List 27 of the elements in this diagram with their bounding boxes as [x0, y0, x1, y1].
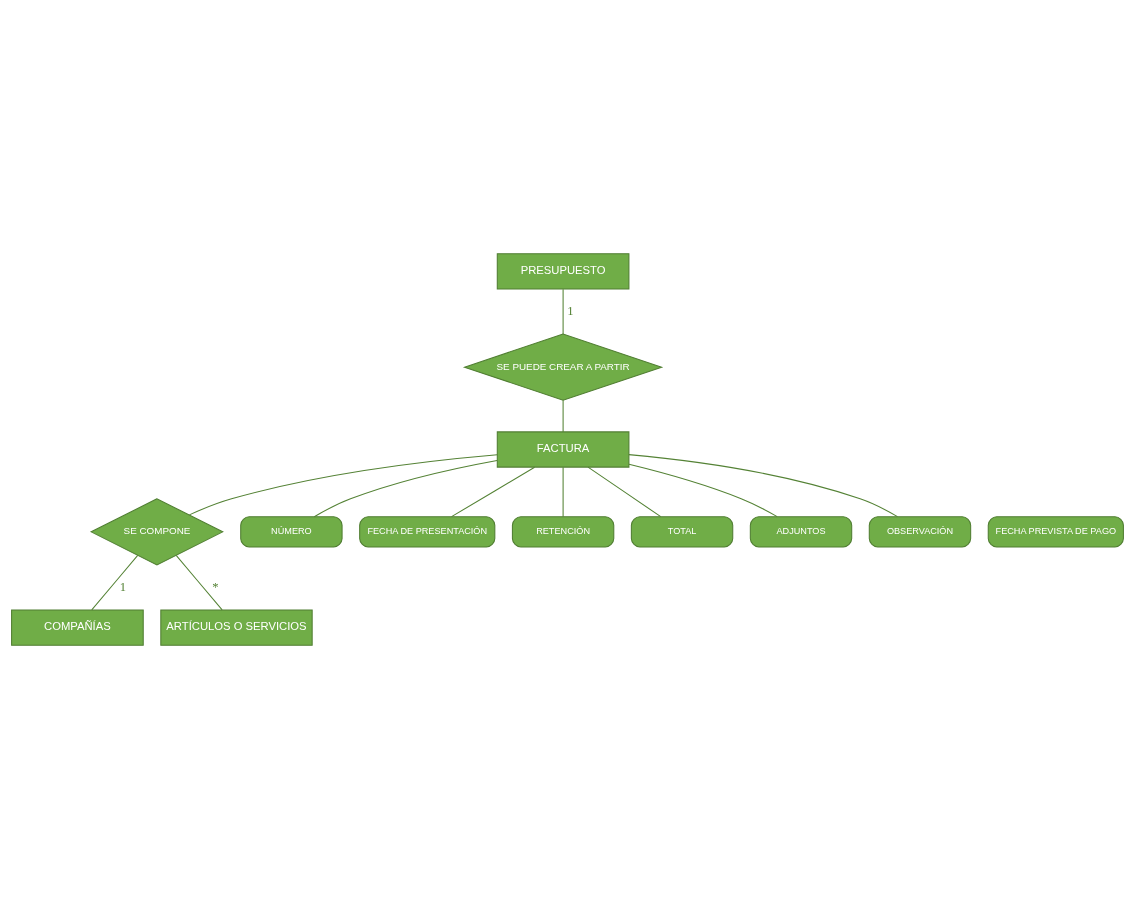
- node-diamond: SE PUEDE CREAR A PARTIR: [462, 333, 664, 401]
- connector: [562, 399, 564, 433]
- node-box: FACTURA: [496, 431, 630, 468]
- connector: [562, 466, 564, 518]
- node-box: OBSERVACIÓN: [868, 516, 972, 548]
- connector: [628, 454, 899, 518]
- node-box: ADJUNTOS: [749, 516, 853, 548]
- node-box: ARTÍCULOS O SERVICIOS: [160, 609, 313, 646]
- connector: [188, 454, 498, 516]
- node-box: TOTAL: [630, 516, 734, 548]
- connector: [451, 466, 536, 518]
- connector: [175, 554, 223, 611]
- node-diamond: SE COMPONE: [89, 498, 224, 566]
- edge-label: 1: [119, 579, 126, 594]
- connector: [628, 463, 778, 518]
- node-box: RETENCIÓN: [511, 516, 615, 548]
- edge-label: 1: [567, 303, 574, 318]
- node-box: COMPAÑÍAS: [11, 609, 144, 646]
- edge-label: *: [212, 579, 219, 594]
- connector: [91, 554, 139, 611]
- node-box: FECHA DE PRESENTACIÓN: [359, 516, 496, 548]
- node-box: FECHA PREVISTA DE PAGO: [987, 516, 1124, 548]
- connector: [587, 466, 662, 518]
- node-box: NÚMERO: [240, 516, 343, 548]
- connector: [562, 288, 564, 335]
- connector: [313, 459, 498, 518]
- node-box: PRESUPUESTO: [496, 253, 630, 290]
